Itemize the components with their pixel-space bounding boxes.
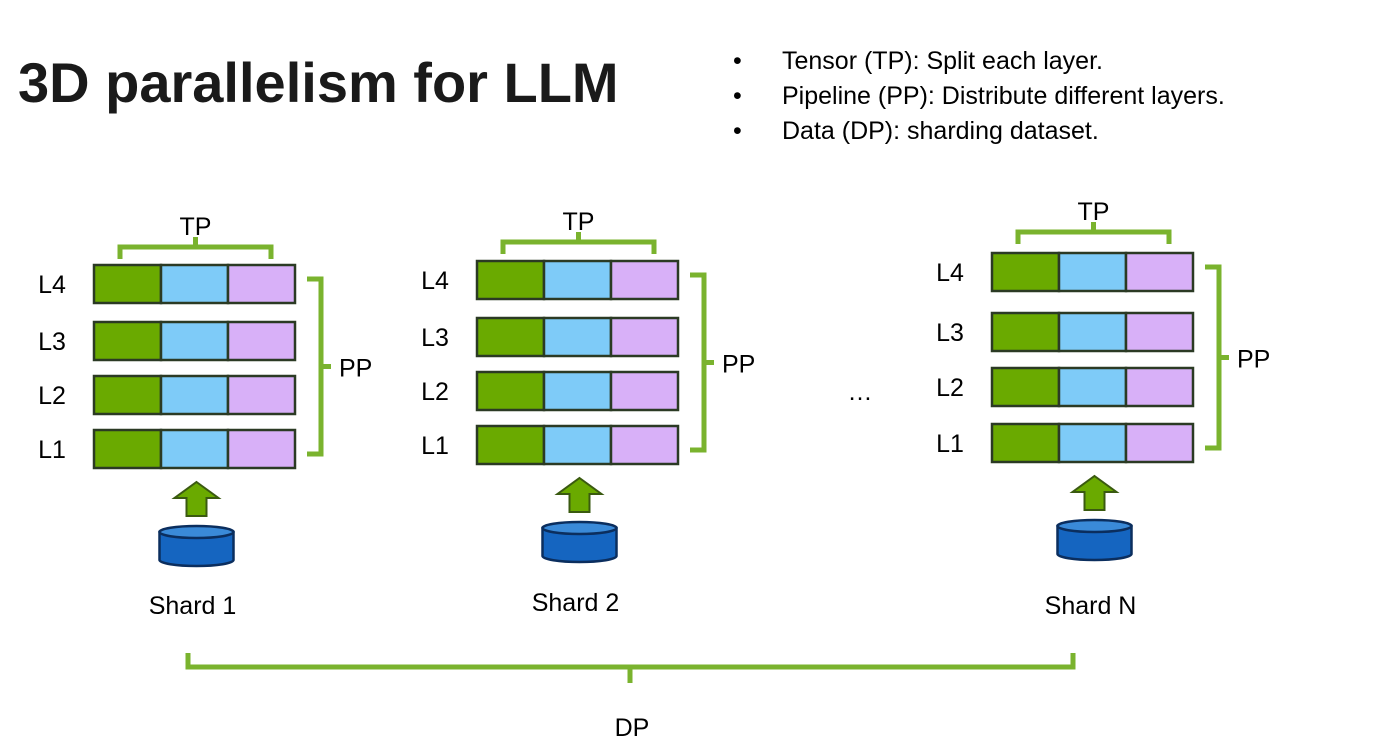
up-arrow-icon (554, 476, 605, 513)
pp-label: PP (1237, 346, 1270, 374)
tp-shard-purple (226, 374, 297, 416)
tp-shard-purple (226, 263, 297, 305)
tp-label: TP (563, 208, 595, 236)
layer-row: L1 (936, 422, 1195, 464)
pp-bracket (307, 276, 331, 457)
pp-label: PP (722, 351, 755, 379)
tp-shard-purple (1124, 366, 1195, 408)
layer-row: L4 (421, 259, 680, 301)
tp-shard-blue (159, 263, 230, 305)
database-top (541, 520, 618, 536)
tp-shard-purple (609, 316, 680, 358)
pp-label: PP (339, 355, 372, 383)
layer-row: L4 (936, 251, 1195, 293)
tp-shard-green (990, 366, 1061, 408)
tp-shard-purple (226, 428, 297, 470)
layer-row: L2 (38, 374, 297, 416)
database-icon (541, 520, 618, 564)
pp-bracket (690, 272, 714, 453)
up-arrow-icon (171, 480, 222, 517)
tp-shard-blue (1057, 366, 1128, 408)
tp-shard-green (92, 320, 163, 362)
tp-shard-green (990, 251, 1061, 293)
tp-shard-blue (542, 259, 613, 301)
database-body (1056, 524, 1133, 562)
database-top (1056, 518, 1133, 534)
layer-row: L3 (421, 316, 680, 358)
layer-row: L3 (38, 320, 297, 362)
slide-title: 3D parallelism for LLM (18, 51, 619, 114)
layer-label: L4 (421, 267, 449, 295)
layer-label: L1 (936, 430, 964, 458)
layer-row: L1 (421, 424, 680, 466)
layer-row: L2 (936, 366, 1195, 408)
layer-label: L3 (421, 324, 449, 352)
tp-shard-purple (1124, 251, 1195, 293)
tp-shard-purple (1124, 311, 1195, 353)
layer-row: L1 (38, 428, 297, 470)
layer-row: L3 (936, 311, 1195, 353)
tp-shard-blue (1057, 422, 1128, 464)
layer-row: L4 (38, 263, 297, 305)
database-icon (158, 524, 235, 568)
shard-label: Shard 2 (532, 589, 620, 617)
layer-label: L1 (38, 436, 66, 464)
layer-label: L3 (936, 319, 964, 347)
tp-shard-blue (542, 316, 613, 358)
tp-shard-purple (609, 259, 680, 301)
pp-bracket (1205, 264, 1229, 451)
dp-label: DP (615, 714, 650, 742)
layer-label: L3 (38, 328, 66, 356)
tp-shard-green (92, 428, 163, 470)
tp-shard-blue (1057, 311, 1128, 353)
tp-shard-blue (542, 424, 613, 466)
tp-shard-green (475, 370, 546, 412)
tp-label: TP (1078, 198, 1110, 226)
tp-shard-blue (1057, 251, 1128, 293)
up-arrow-icon (1069, 474, 1120, 511)
shard-label: Shard 1 (149, 592, 237, 620)
tp-shard-green (92, 374, 163, 416)
database-icon (1056, 518, 1133, 562)
layer-label: L1 (421, 432, 449, 460)
tp-bracket (500, 232, 657, 254)
ellipsis-label: … (848, 378, 873, 406)
tp-shard-purple (1124, 422, 1195, 464)
tp-shard-purple (226, 320, 297, 362)
bullet-data: Data (DP): sharding dataset. (733, 114, 1225, 149)
database-body (541, 526, 618, 564)
layer-label: L2 (38, 382, 66, 410)
layer-row: L2 (421, 370, 680, 412)
tp-bracket (117, 237, 274, 259)
tp-shard-blue (159, 428, 230, 470)
tp-shard-purple (609, 370, 680, 412)
bullet-list: Tensor (TP): Split each layer. Pipeline … (733, 44, 1225, 149)
tp-shard-purple (609, 424, 680, 466)
tp-shard-green (475, 424, 546, 466)
tp-shard-blue (159, 320, 230, 362)
database-top (158, 524, 235, 540)
database-body (158, 530, 235, 568)
tp-shard-blue (159, 374, 230, 416)
tp-shard-green (475, 316, 546, 358)
tp-shard-green (92, 263, 163, 305)
bullet-tensor: Tensor (TP): Split each layer. (733, 44, 1225, 79)
layer-label: L2 (421, 378, 449, 406)
bullet-pipeline: Pipeline (PP): Distribute different laye… (733, 79, 1225, 114)
tp-label: TP (180, 213, 212, 241)
dp-bracket (185, 653, 1076, 683)
tp-bracket (1015, 222, 1172, 244)
tp-shard-green (990, 311, 1061, 353)
tp-shard-blue (542, 370, 613, 412)
tp-shard-green (990, 422, 1061, 464)
tp-shard-green (475, 259, 546, 301)
layer-label: L4 (936, 259, 964, 287)
layer-label: L4 (38, 271, 66, 299)
layer-label: L2 (936, 374, 964, 402)
shard-label: Shard N (1045, 592, 1137, 620)
